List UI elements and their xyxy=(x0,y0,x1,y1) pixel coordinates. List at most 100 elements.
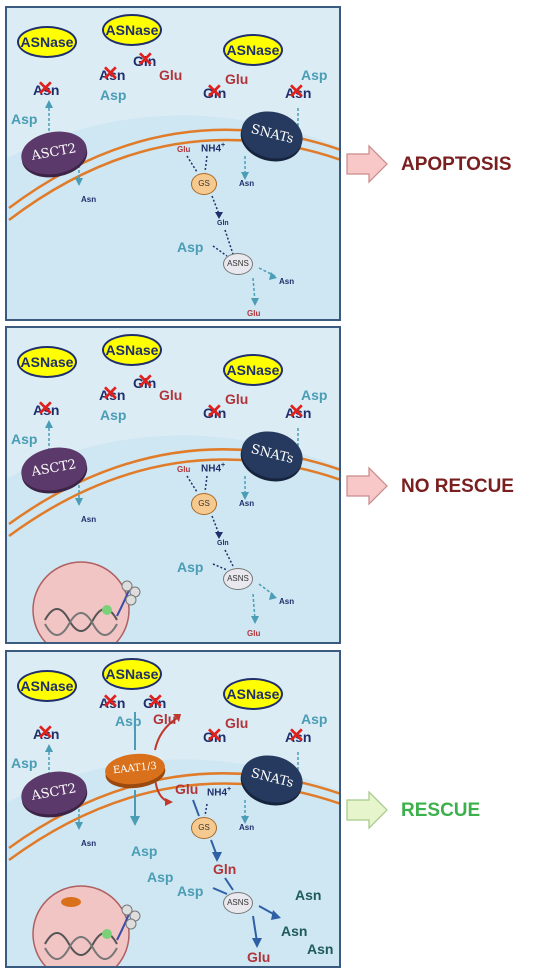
glu-label: Glu xyxy=(159,387,183,403)
asn-label: Asn xyxy=(285,85,312,101)
asp-label: Asp xyxy=(147,869,174,885)
asnase-enzyme: ASNase xyxy=(17,26,77,58)
asp-label: Asp xyxy=(115,713,142,729)
block-arrow-icon xyxy=(346,144,388,184)
asp-label: Asp xyxy=(11,755,38,771)
asp-label: Asp xyxy=(131,843,158,859)
asp-label: Asp xyxy=(177,883,204,899)
glu-label: Glu xyxy=(177,465,191,474)
asns-enzyme: ASNS xyxy=(223,568,253,590)
outcome-rescue: RESCUE xyxy=(345,790,531,830)
gln-label: Gln xyxy=(143,695,167,711)
asnase-enzyme: ASNase xyxy=(102,14,162,46)
block-arrow-icon xyxy=(346,790,388,830)
nucleus-icon xyxy=(32,885,141,966)
blocked-x-icon: ✕ xyxy=(147,691,164,713)
glu-label: Glu xyxy=(153,711,177,727)
blocked-x-icon: ✕ xyxy=(102,691,119,713)
glu-label: Glu xyxy=(225,715,249,731)
asnase-enzyme: ASNase xyxy=(223,354,283,386)
glu-label: Glu xyxy=(159,67,183,83)
asn-label: Asn xyxy=(239,179,255,188)
asns-enzyme: ASNS xyxy=(223,892,253,914)
asnase-enzyme: ASNase xyxy=(17,670,77,702)
gln-label: Gln xyxy=(213,861,237,877)
panel-apoptosis: ASNase ASNase ASNase Asn ✕ Asp Asn ✕ Asp… xyxy=(5,6,341,321)
blocked-x-icon: ✕ xyxy=(206,81,223,103)
asn-label: Asn xyxy=(285,405,312,421)
asp-label: Asp xyxy=(11,111,38,127)
asn-label: Asn xyxy=(307,941,334,957)
asn-label: Asn xyxy=(99,695,126,711)
asp-label: Asp xyxy=(301,711,328,727)
nucleus-icon xyxy=(32,561,141,642)
gln-label: Gln xyxy=(217,220,229,227)
gs-enzyme: GS xyxy=(191,493,217,515)
blocked-x-icon: ✕ xyxy=(37,722,54,744)
nh4-label: NH4+ xyxy=(201,462,226,475)
asns-enzyme: ASNS xyxy=(223,253,253,275)
gln-label: Gln xyxy=(133,375,157,391)
glu-label: Glu xyxy=(247,309,261,318)
blocked-x-icon: ✕ xyxy=(206,725,223,747)
cell-membrane xyxy=(7,100,339,319)
blocked-x-icon: ✕ xyxy=(288,81,305,103)
outcome-apoptosis: APOPTOSIS xyxy=(345,144,531,184)
asn-label: Asn xyxy=(295,887,322,903)
asp-label: Asp xyxy=(100,407,127,423)
asnase-enzyme: ASNase xyxy=(102,334,162,366)
asp-label: Asp xyxy=(177,239,204,255)
gln-label: Gln xyxy=(203,85,227,101)
blocked-x-icon: ✕ xyxy=(102,63,119,85)
panel-no-rescue: ASNase ASNase ASNase Asn ✕ Asp Asn ✕ Asp… xyxy=(5,326,341,644)
blocked-x-icon: ✕ xyxy=(137,49,154,71)
outcome-label: APOPTOSIS xyxy=(401,154,512,175)
asn-label: Asn xyxy=(279,597,295,606)
asn-label: Asn xyxy=(239,823,255,832)
asn-label: Asn xyxy=(99,387,126,403)
asn-label: Asn xyxy=(81,195,97,204)
asn-label: Asn xyxy=(239,499,255,508)
blocked-x-icon: ✕ xyxy=(102,383,119,405)
asn-label: Asn xyxy=(33,402,60,418)
asn-label: Asn xyxy=(99,67,126,83)
glu-label: Glu xyxy=(175,781,199,797)
glu-label: Glu xyxy=(247,949,271,965)
asp-label: Asp xyxy=(177,559,204,575)
asp-label: Asp xyxy=(301,387,328,403)
gln-label: Gln xyxy=(203,405,227,421)
panel-rescue: ASNase ASNase ASNase Asn ✕ Asp Asn ✕ Asp… xyxy=(5,650,341,968)
asn-label: Asn xyxy=(281,923,308,939)
gln-label: Gln xyxy=(203,729,227,745)
blocked-x-icon: ✕ xyxy=(37,78,54,100)
asnase-enzyme: ASNase xyxy=(102,658,162,690)
asnase-enzyme: ASNase xyxy=(17,346,77,378)
blocked-x-icon: ✕ xyxy=(206,401,223,423)
gs-enzyme: GS xyxy=(191,173,217,195)
glu-label: Glu xyxy=(225,391,249,407)
asp-label: Asp xyxy=(11,431,38,447)
outcome-no-rescue: NO RESCUE xyxy=(345,466,531,506)
blocked-x-icon: ✕ xyxy=(37,398,54,420)
gln-label: Gln xyxy=(217,540,229,547)
glu-label: Glu xyxy=(177,145,191,154)
asn-label: Asn xyxy=(279,277,295,286)
blocked-x-icon: ✕ xyxy=(288,725,305,747)
asn-label: Asn xyxy=(33,82,60,98)
outcome-label: RESCUE xyxy=(401,800,481,821)
gs-enzyme: GS xyxy=(191,817,217,839)
outcome-label: NO RESCUE xyxy=(401,476,514,497)
blocked-x-icon: ✕ xyxy=(288,401,305,423)
asn-label: Asn xyxy=(285,729,312,745)
nh4-label: NH4+ xyxy=(201,142,226,155)
asnase-enzyme: ASNase xyxy=(223,34,283,66)
asnase-enzyme: ASNase xyxy=(223,678,283,710)
block-arrow-icon xyxy=(346,466,388,506)
asn-label: Asn xyxy=(33,726,60,742)
asp-label: Asp xyxy=(301,67,328,83)
cell-membrane xyxy=(7,712,339,966)
blocked-x-icon: ✕ xyxy=(137,371,154,393)
glu-label: Glu xyxy=(247,629,261,638)
gln-label: Gln xyxy=(133,53,157,69)
asp-label: Asp xyxy=(100,87,127,103)
